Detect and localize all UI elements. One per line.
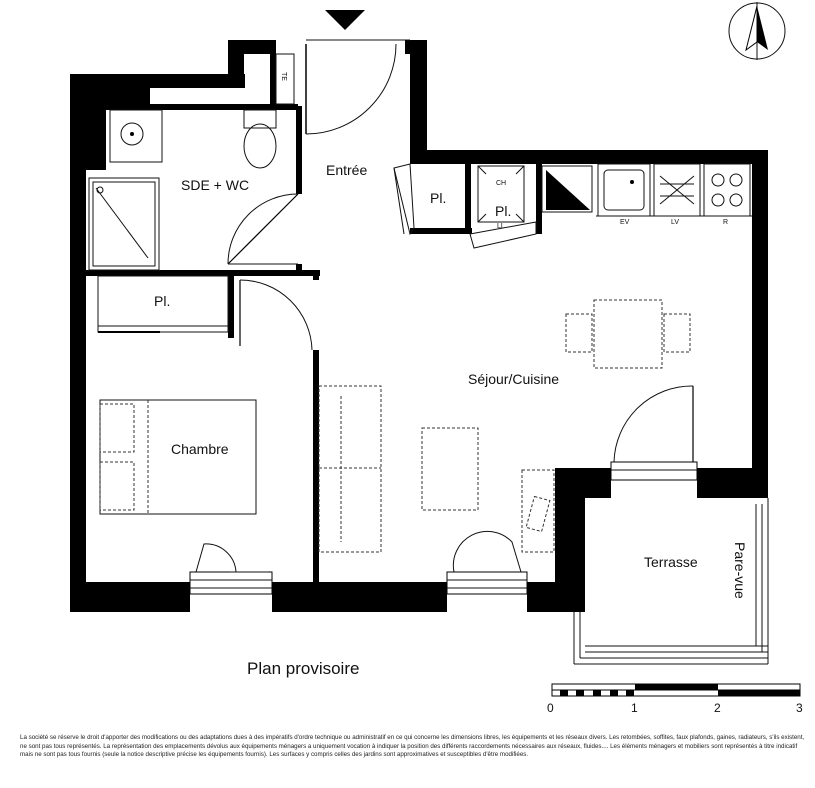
entry-door[interactable] bbox=[305, 39, 410, 135]
scale-bar: 0 1 2 3 bbox=[547, 683, 803, 715]
bathroom-door[interactable] bbox=[227, 193, 299, 265]
tv-unit-icon bbox=[521, 469, 555, 553]
disclaimer-text: La société se réserve le droit d'apporte… bbox=[20, 734, 805, 759]
entrance-closet[interactable] bbox=[393, 163, 415, 236]
terrace bbox=[573, 498, 769, 665]
te-label: TE bbox=[280, 72, 287, 81]
room-label-placard-chambre: Pl. bbox=[154, 293, 170, 309]
living-window[interactable] bbox=[446, 530, 528, 595]
bed-icon bbox=[99, 399, 257, 515]
ll-label: LL bbox=[497, 223, 505, 230]
bedroom-door[interactable] bbox=[239, 279, 313, 351]
room-label-entree: Entrée bbox=[326, 162, 367, 178]
bedroom-closet[interactable] bbox=[97, 275, 229, 333]
exterior-walls bbox=[70, 40, 768, 612]
bedroom-window[interactable] bbox=[189, 543, 273, 595]
fridge-column-icon bbox=[541, 165, 593, 213]
scale-label-1: 1 bbox=[631, 701, 638, 715]
room-label-chambre: Chambre bbox=[171, 441, 229, 457]
plan-title: Plan provisoire bbox=[247, 659, 360, 678]
terrace-door[interactable] bbox=[610, 385, 698, 481]
dishwasher-icon bbox=[653, 163, 701, 217]
lv-label: LV bbox=[671, 219, 679, 226]
entrance-arrow-icon bbox=[325, 10, 365, 30]
room-label-terrasse: Terrasse bbox=[644, 554, 698, 570]
interior-walls bbox=[86, 52, 542, 582]
scale-label-0: 0 bbox=[547, 701, 554, 715]
sink-icon bbox=[597, 163, 651, 217]
cooktop-icon bbox=[703, 163, 751, 217]
scale-label-3: 3 bbox=[796, 701, 803, 715]
kitchen-closet bbox=[469, 165, 537, 249]
room-label-sejour: Séjour/Cuisine bbox=[468, 371, 559, 387]
ev-label: EV bbox=[620, 219, 630, 226]
coffee-table-icon bbox=[421, 427, 479, 511]
pare-vue-label: Pare-vue bbox=[732, 542, 748, 599]
ch-label: CH bbox=[496, 180, 506, 187]
washbasin-icon bbox=[109, 109, 163, 163]
r-label: R bbox=[723, 219, 728, 226]
shower-icon bbox=[88, 177, 160, 271]
floor-plan: TE SDE + WC Entrée Pl. bbox=[70, 2, 803, 715]
scale-label-2: 2 bbox=[714, 701, 721, 715]
dining-table-icon bbox=[565, 299, 691, 369]
sofa-icon bbox=[318, 385, 382, 553]
toilet-icon bbox=[243, 109, 277, 169]
room-label-sde-wc: SDE + WC bbox=[181, 177, 249, 193]
room-label-placard-entree: Pl. bbox=[430, 190, 446, 206]
placard-cuisine-label: Pl. bbox=[495, 203, 511, 219]
north-arrow-icon bbox=[728, 2, 786, 60]
